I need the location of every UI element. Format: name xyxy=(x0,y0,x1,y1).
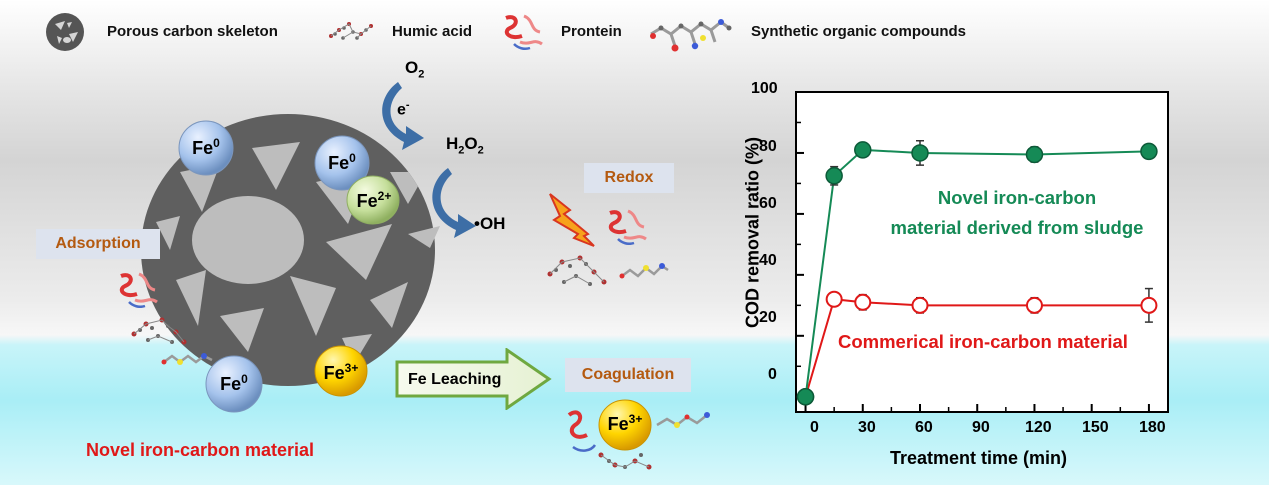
fe0-label-top: Fe0 xyxy=(192,136,220,158)
y-tick-100: 100 xyxy=(751,80,778,97)
electron-label: e- xyxy=(397,99,410,119)
redox-synthetic-icon xyxy=(619,263,669,279)
series-1-line xyxy=(804,298,1149,398)
redox-protein-icon xyxy=(608,209,647,245)
series-1-point-2 xyxy=(854,293,872,311)
series-0-point-3 xyxy=(911,144,929,162)
y-tick-0: 0 xyxy=(768,366,777,383)
series-0-line xyxy=(804,148,1149,397)
series-0-point-0 xyxy=(796,388,815,406)
electron-transfer-arrow xyxy=(382,82,424,150)
x-tick-150: 150 xyxy=(1082,419,1109,436)
fe-leaching-arrow xyxy=(395,348,552,410)
material-title: Novel iron-carbon material xyxy=(86,440,315,460)
fe0-sphere-right xyxy=(314,135,370,191)
series-0-point-5 xyxy=(1140,142,1158,161)
coagulation-label: Coagulation xyxy=(565,358,691,392)
y-tick-40: 40 xyxy=(759,252,777,269)
legend-protein-label: Prontein xyxy=(561,23,622,40)
y-axis-title: COD removal ratio (%) xyxy=(742,136,763,329)
y-tick-20: 20 xyxy=(759,309,777,326)
x-tick-90: 90 xyxy=(972,419,990,436)
fe3-label: Fe3+ xyxy=(323,361,359,383)
synthetic-organic-icon xyxy=(650,19,732,52)
h2o2-to-oh-arrow xyxy=(432,168,476,238)
x-tick-60: 60 xyxy=(915,419,933,436)
fe0-label-bottom: Fe0 xyxy=(220,372,248,394)
x-tick-180: 180 xyxy=(1139,419,1166,436)
x-axis-title: Treatment time (min) xyxy=(890,448,1068,468)
h2o2-label: H2O2 xyxy=(446,134,484,157)
fe-leaching-label: Fe Leaching xyxy=(408,371,502,388)
series-1-point-1 xyxy=(825,290,843,308)
series-0-point-4 xyxy=(1025,145,1044,164)
coagulation-cluster xyxy=(567,399,710,470)
legend-synthetic-label: Synthetic organic compounds xyxy=(751,23,967,40)
fe2-label: Fe2+ xyxy=(356,189,392,211)
y-tick-80: 80 xyxy=(759,138,777,155)
novel-series-label-line1: Novel iron-carbon xyxy=(937,187,1097,208)
y-tick-60: 60 xyxy=(759,195,777,212)
adsorption-label: Adsorption xyxy=(36,229,160,259)
series-0-point-2 xyxy=(854,141,872,159)
novel-series-label: Novel iron-carbon material derived from … xyxy=(872,183,1162,243)
redox-humic-acid-icon xyxy=(547,255,607,286)
fe2-sphere xyxy=(346,175,400,225)
novel-series-label-line2: material derived from sludge xyxy=(890,217,1144,238)
legend-porous-carbon-label: Porous carbon skeleton xyxy=(107,23,278,40)
series-0-point-1 xyxy=(825,167,843,185)
series-1-point-4 xyxy=(1025,296,1043,314)
fe0-sphere-bottom xyxy=(205,355,263,413)
o2-label: O2 xyxy=(405,58,425,81)
fe3-coagulation-label: Fe3+ xyxy=(607,412,643,434)
lightning-bolt-icon xyxy=(549,193,595,247)
humic-acid-icon xyxy=(329,22,373,40)
redox-label: Redox xyxy=(584,163,674,193)
x-tick-120: 120 xyxy=(1025,419,1052,436)
adsorbed-synthetic-icon xyxy=(161,353,213,365)
legend-humic-acid-label: Humic acid xyxy=(392,23,473,40)
adsorbed-protein-icon xyxy=(119,272,158,308)
x-tick-30: 30 xyxy=(858,419,876,436)
oh-radical-label: •OH xyxy=(474,214,506,233)
fe0-label-right: Fe0 xyxy=(328,151,356,173)
plot-area xyxy=(795,91,1169,413)
fe0-sphere-top xyxy=(178,120,234,176)
protein-icon xyxy=(504,14,543,51)
x-tick-0: 0 xyxy=(810,419,819,436)
adsorbed-humic-acid-icon xyxy=(131,317,187,345)
fe3-sphere xyxy=(314,345,368,397)
series-1-point-3 xyxy=(911,296,929,314)
porous-carbon-icon xyxy=(46,13,84,51)
series-1-point-5 xyxy=(1140,296,1158,314)
cod-removal-chart xyxy=(795,91,1169,413)
commercial-series-label: Commerical iron-carbon material xyxy=(838,331,1128,352)
